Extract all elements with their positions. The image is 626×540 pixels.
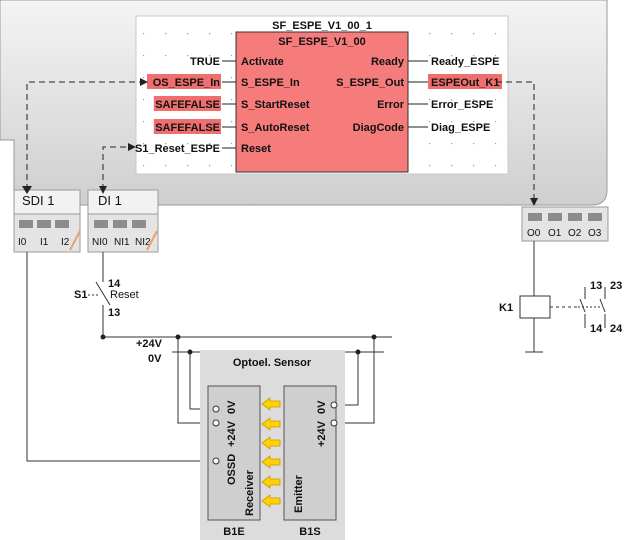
relay-contacts (578, 287, 606, 328)
out-ch-2: O2 (568, 228, 582, 239)
sdi-ch-2: I2 (61, 237, 70, 248)
input-pin-label-4: Reset (241, 143, 271, 155)
relay-contact-14: 14 (590, 323, 603, 335)
out-ch-0: O0 (527, 228, 541, 239)
input-signal-highlight-1 (147, 74, 221, 89)
output-signal-3: Diag_ESPE (431, 122, 490, 134)
receiver-pin-24v: +24V (226, 420, 238, 447)
input-pin-3[interactable]: SAFEFALSE S_AutoReset (153, 119, 310, 134)
output-pins: Ready Ready_ESPE S_ESPE_Out ESPEOut_K1Error… (336, 56, 502, 134)
input-pin-2[interactable]: SAFEFALSE S_StartReset (153, 96, 310, 111)
output-pin-0[interactable]: Ready Ready_ESPE (371, 56, 500, 68)
out-ch-1: O1 (548, 228, 562, 239)
switch-top-terminal: 14 (108, 278, 121, 290)
switch-bottom-terminal: 13 (108, 307, 120, 319)
emitter-terminals (330, 401, 338, 427)
relay-contact-24: 24 (610, 323, 623, 335)
relay-coil[interactable] (519, 295, 551, 319)
receiver-pin-0v: 0V (226, 400, 238, 414)
input-signal-2: SAFEFALSE (155, 99, 220, 111)
emitter-pin-0v: 0V (316, 400, 328, 414)
sdi-ch-1: I1 (40, 237, 49, 248)
output-pin-label-2: Error (377, 99, 405, 111)
function-block[interactable] (235, 31, 409, 173)
output-signal-2: Error_ESPE (431, 99, 493, 111)
input-signal-0: TRUE (190, 56, 220, 68)
out-ch-3: O3 (588, 228, 602, 239)
relay-contact-23: 23 (610, 280, 622, 292)
input-pin-label-3: S_AutoReset (241, 122, 310, 134)
output-module[interactable]: O0 O1 O2 O3 (521, 206, 609, 242)
signal-mapping-lines (26, 81, 535, 198)
power-zero-label: 0V (148, 353, 162, 365)
relay-contact-13: 13 (590, 280, 602, 292)
di-ch-1: NI1 (114, 237, 130, 248)
block-instance-name: SF_ESPE_V1_00_1 (272, 20, 372, 32)
relay-name: K1 (499, 302, 513, 314)
input-signal-1: OS_ESPE_In (153, 77, 221, 89)
emitter-pin-24v: +24V (316, 420, 328, 447)
sdi-module[interactable]: SDI 1 I0 I1 I2 (13, 189, 81, 253)
receiver-terminals (212, 405, 220, 465)
input-pin-4[interactable]: S1_Reset_ESPE Reset (135, 143, 271, 155)
switch-label: Reset (110, 289, 139, 301)
output-signal-0: Ready_ESPE (431, 56, 499, 68)
di-module[interactable]: DI 1 NI0 NI1 NI2 (87, 189, 159, 253)
output-pin-3[interactable]: DiagCode Diag_ESPE (353, 122, 491, 134)
input-signal-highlight-3 (153, 119, 221, 134)
sensor-title: Optoel. Sensor (233, 357, 312, 369)
input-pin-label-2: S_StartReset (241, 99, 310, 111)
input-signal-highlight-2 (153, 96, 221, 111)
sdi-module-title: SDI 1 (22, 193, 55, 208)
receiver-pin-ossd: OSSD (226, 454, 238, 485)
output-pin-label-3: DiagCode (353, 122, 404, 134)
input-pin-label-1: S_ESPE_In (241, 77, 300, 89)
input-signal-4: S1_Reset_ESPE (135, 143, 220, 155)
receiver-tag: B1E (223, 526, 244, 538)
input-pin-1[interactable]: OS_ESPE_In S_ESPE_In (147, 74, 300, 89)
block-type-name: SF_ESPE_V1_00 (278, 36, 365, 48)
mapping-arrowheads (22, 78, 538, 206)
emitter-tag: B1S (299, 526, 320, 538)
output-pin-2[interactable]: Error Error_ESPE (377, 99, 493, 111)
emitter-label: Emitter (293, 474, 305, 513)
di-module-title: DI 1 (98, 193, 122, 208)
sdi-ch-0: I0 (18, 237, 27, 248)
input-signal-3: SAFEFALSE (155, 122, 220, 134)
output-pin-label-0: Ready (371, 56, 405, 68)
output-pin-label-1: S_ESPE_Out (336, 77, 404, 89)
output-pin-1[interactable]: S_ESPE_Out ESPEOut_K1 (336, 74, 502, 89)
switch-name: S1 (74, 289, 87, 301)
di-ch-2: NI2 (135, 237, 151, 248)
emitter-box (283, 385, 337, 521)
input-pin-label-0: Activate (241, 56, 284, 68)
output-signal-1: ESPEOut_K1 (431, 77, 499, 89)
light-beam-arrows (261, 397, 281, 508)
di-ch-0: NI0 (92, 237, 108, 248)
power-plus-label: +24V (136, 338, 163, 350)
output-signal-highlight-1 (428, 74, 502, 89)
input-pin-0[interactable]: TRUE Activate (190, 56, 284, 68)
receiver-label: Receiver (244, 469, 256, 516)
junction-dots (100, 334, 377, 355)
